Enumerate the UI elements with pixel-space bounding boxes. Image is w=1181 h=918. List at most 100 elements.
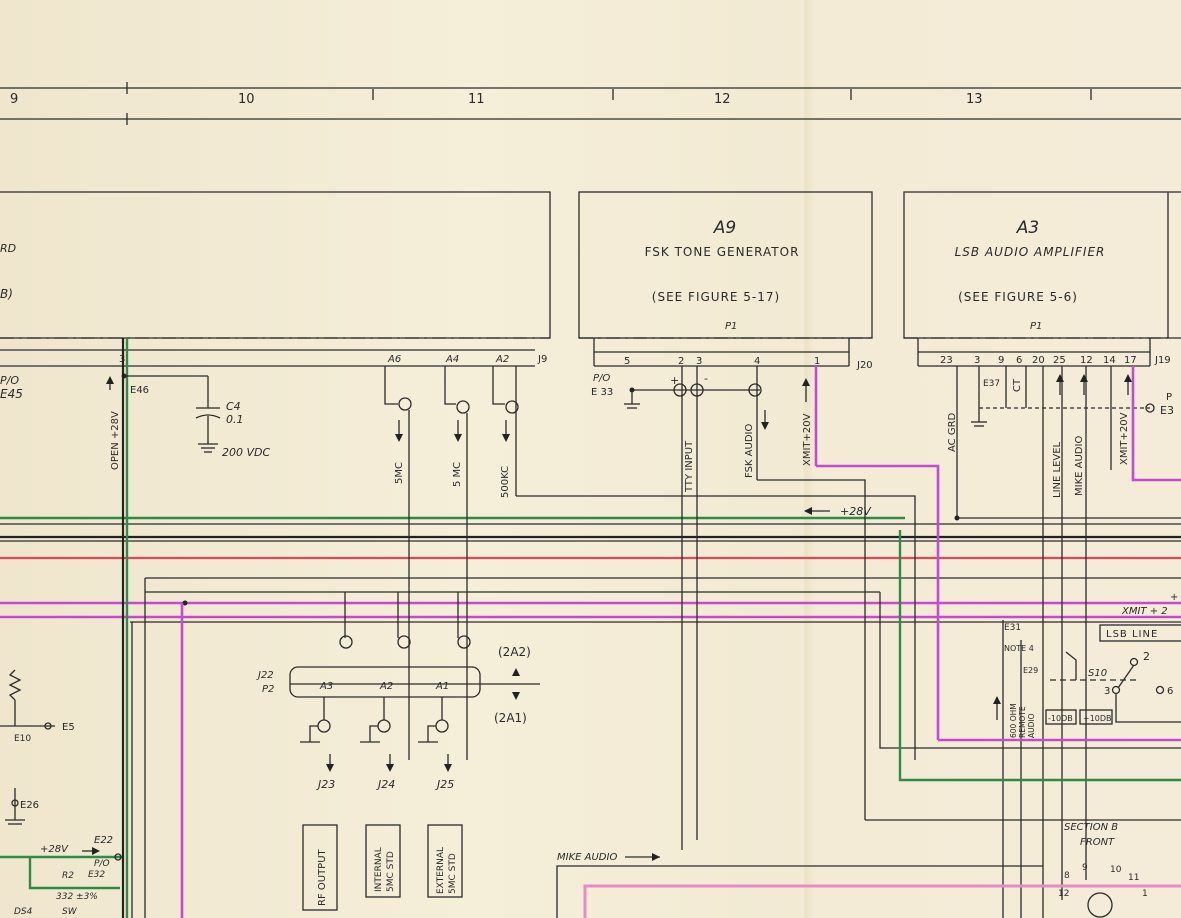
tty-input-label: TTY INPUT <box>684 440 695 493</box>
pin-label: 6 <box>1016 355 1022 366</box>
p2-label: P2 <box>262 684 274 695</box>
c4-label: C4 <box>226 400 241 413</box>
switch-num: 9 <box>1082 863 1088 873</box>
xmit-20v-label: XMIT+20V <box>802 413 813 466</box>
pin-label: 12 <box>1080 355 1093 366</box>
relay-pin: A1 <box>435 681 449 692</box>
signal-5mc: 5MC <box>394 462 405 484</box>
j25-label: J25 <box>435 778 454 791</box>
c4-value: 0.1 <box>226 413 244 426</box>
j9-coax-taps: 5MC 5 MC 500KC <box>384 366 916 760</box>
zone-label: 10 <box>238 92 255 107</box>
e33-label: E 33 <box>591 387 613 398</box>
a9-see-figure: (SEE FIGURE 5-17) <box>652 290 780 304</box>
signal-500kc: 500KC <box>500 466 511 498</box>
pin-label: 14 <box>1103 355 1116 366</box>
e32-label: E32 <box>88 870 105 880</box>
rf-output-label: RF OUTPUT <box>317 848 328 906</box>
pin-label: 3 <box>696 356 702 367</box>
r2-value: 332 ±3% <box>56 892 98 902</box>
xmit-20v-label: XMIT+20V <box>1119 412 1130 465</box>
connector-label: J20 <box>856 360 873 371</box>
s10-pos: 6 <box>1167 686 1173 697</box>
switch-num: 12 <box>1058 889 1069 899</box>
bus-28v-label: +28V <box>840 505 872 518</box>
lsb-line-label: LSB LINE <box>1106 629 1158 640</box>
plus-label: + <box>1170 592 1178 603</box>
fsk-audio-label: FSK AUDIO <box>744 424 755 478</box>
mike-audio-label: MIKE AUDIO <box>1074 436 1085 496</box>
pin-label: 23 <box>940 355 953 366</box>
sw-label: SW <box>62 907 78 917</box>
pin-label: 3 <box>974 355 980 366</box>
connector-label: J19 <box>1154 355 1171 366</box>
ct-label: CT <box>1012 378 1023 392</box>
ds4-label: DS4 <box>14 907 33 917</box>
a3-see-figure: (SEE FIGURE 5-6) <box>958 290 1078 304</box>
front-label: FRONT <box>1080 837 1115 848</box>
external-std-label: 5MC STD <box>448 853 458 894</box>
j9-pin3-feed: P/O E45 E46 OPEN +28V C4 0.1 200 VDC <box>0 338 270 918</box>
e45-label: E45 <box>0 387 23 401</box>
j20-wiring: P/O E 33 + - TTY INPUT FSK AUDIO XMIT+20… <box>591 366 940 850</box>
j19-wiring: AC GRD E37 CT LINE LEVEL MIKE AUDIO XMIT… <box>947 366 1181 918</box>
e5-label: E5 <box>62 722 75 733</box>
p-label: P <box>1166 392 1172 403</box>
zone-label: 9 <box>10 92 18 107</box>
bus-lines <box>0 516 1181 623</box>
internal-std-label: 5MC STD <box>386 851 396 892</box>
pin-label: 20 <box>1032 355 1045 366</box>
mike-audio-section: MIKE AUDIO <box>556 852 1181 918</box>
polarity-plus: + <box>670 374 679 387</box>
left-partial-components: E5 E10 E26 +28V E22 P/O E32 R2 332 ±3% D… <box>0 669 122 917</box>
polarity-minus: - <box>704 372 708 385</box>
switch-num: 8 <box>1064 871 1070 881</box>
pin-label: 17 <box>1124 355 1137 366</box>
a3-lsb-audio-amplifier-block: A3 LSB AUDIO AMPLIFIER (SEE FIGURE 5-6) … <box>903 191 1181 367</box>
remote-audio-label: AUDIO <box>1027 713 1036 738</box>
switch-num: 1 <box>1142 889 1148 899</box>
connector-label: J9 <box>537 354 547 365</box>
e22-label: E22 <box>94 835 113 846</box>
external-std-label: EXTERNAL <box>436 847 446 894</box>
ac-grd-label: AC GRD <box>947 412 958 452</box>
pin-label: 5 <box>624 356 630 367</box>
open-28v-label: OPEN +28V <box>110 411 121 470</box>
a3-title: LSB AUDIO AMPLIFIER <box>955 245 1106 259</box>
relay-pin: A3 <box>319 681 333 692</box>
pin-label: A4 <box>445 354 459 365</box>
s10-pos: 3 <box>1104 686 1110 697</box>
e37-label: E37 <box>983 379 1000 389</box>
signal-5mc: 5 MC <box>452 462 463 487</box>
left-block-text: RD <box>0 242 16 255</box>
p-o-label: P/O <box>94 859 110 869</box>
switch-num: 10 <box>1110 865 1122 875</box>
p-o-label: P/O <box>593 373 610 384</box>
db-label: +10DB <box>1083 714 1112 723</box>
switch-num: 11 <box>1128 873 1139 883</box>
db-label: -10DB <box>1048 714 1073 723</box>
plus28v-label: +28V <box>40 844 69 855</box>
a3-ref: A3 <box>1016 218 1039 238</box>
pin-label: 9 <box>998 355 1004 366</box>
relay-pin: A2 <box>379 681 393 692</box>
e26-label: E26 <box>20 800 39 811</box>
pin-label: 2 <box>678 356 684 367</box>
e31-label: E31 <box>1004 623 1021 633</box>
e10-label: E10 <box>14 734 31 744</box>
pin-label: 1 <box>814 356 820 367</box>
zone-label: 12 <box>714 92 731 107</box>
p-o-label: P/O <box>0 374 19 387</box>
note4-label: NOTE 4 <box>1004 644 1034 653</box>
j23-label: J23 <box>316 778 335 791</box>
s10-pos: 2 <box>1143 650 1150 663</box>
position-2a2: (2A2) <box>498 645 531 659</box>
internal-std-label: INTERNAL <box>374 847 384 892</box>
pin-label: A6 <box>387 354 401 365</box>
a3-plug: P1 <box>1030 321 1042 332</box>
remote-audio-label: REMOTE <box>1018 706 1027 738</box>
s10-label: S10 <box>1088 668 1107 679</box>
e46-label: E46 <box>130 385 149 396</box>
